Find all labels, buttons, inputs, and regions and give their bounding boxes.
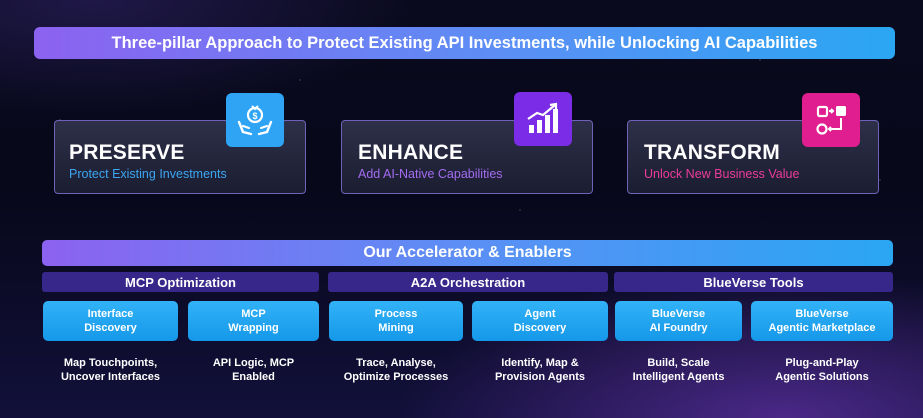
tile-line: Interface (87, 308, 134, 320)
tile-mcp-wrapping: MCP Wrapping (188, 301, 319, 341)
tile-agent-discovery: Agent Discovery (472, 301, 608, 341)
desc-line: Build, Scale (647, 357, 710, 369)
desc-line: Provision Agents (494, 371, 586, 383)
pillar-subtitle: Protect Existing Investments (69, 167, 227, 181)
desc-line: Enabled (232, 371, 275, 383)
desc-line: Optimize Processes (343, 371, 449, 383)
tile-line: Wrapping (228, 322, 279, 334)
category-mcp-optimization: MCP Optimization (42, 272, 319, 292)
desc-agent-discovery: Identify, Map & Provision Agents (472, 356, 608, 384)
category-a2a-orchestration: A2A Orchestration (328, 272, 608, 292)
tile-process-mining: Process Mining (329, 301, 463, 341)
pillar-card-enhance: ENHANCE Add AI-Native Capabilities (341, 120, 593, 194)
workflow-transform-icon (802, 93, 860, 147)
tile-line: Agentic Marketplace (768, 322, 876, 334)
pillar-subtitle: Unlock New Business Value (644, 167, 800, 181)
desc-line: Trace, Analyse, (356, 357, 436, 369)
desc-line: Identify, Map & (501, 357, 579, 369)
svg-text:$: $ (252, 111, 257, 121)
desc-line: Uncover Interfaces (60, 371, 161, 383)
growth-chart-icon (514, 92, 572, 146)
desc-line: Agentic Solutions (775, 371, 869, 383)
desc-line: API Logic, MCP (212, 357, 295, 369)
tile-line: BlueVerse (651, 308, 706, 320)
tile-blueverse-ai-foundry: BlueVerse AI Foundry (615, 301, 742, 341)
desc-blueverse-agentic-marketplace: Plug-and-Play Agentic Solutions (751, 356, 893, 384)
tile-line: AI Foundry (649, 322, 708, 334)
pillar-title: PRESERVE (69, 141, 185, 164)
tile-line: Process (374, 308, 418, 320)
desc-process-mining: Trace, Analyse, Optimize Processes (329, 356, 463, 384)
pillar-title: ENHANCE (358, 141, 464, 164)
tile-line: Discovery (513, 322, 567, 334)
desc-blueverse-ai-foundry: Build, Scale Intelligent Agents (615, 356, 742, 384)
desc-line: Plug-and-Play (785, 357, 859, 369)
page-title: Three-pillar Approach to Protect Existin… (34, 27, 895, 59)
desc-line: Intelligent Agents (632, 371, 725, 383)
tile-line: MCP (241, 308, 266, 320)
tile-line: Mining (378, 322, 414, 334)
pillar-subtitle: Add AI-Native Capabilities (358, 167, 503, 181)
tile-line: Discovery (84, 322, 137, 334)
category-blueverse-tools: BlueVerse Tools (614, 272, 893, 292)
money-bag-hands-icon: $ (226, 93, 284, 147)
desc-interface-discovery: Map Touchpoints, Uncover Interfaces (43, 356, 178, 384)
desc-line: Map Touchpoints, (63, 357, 158, 369)
accelerator-header: Our Accelerator & Enablers (42, 240, 893, 266)
tile-line: BlueVerse (795, 308, 849, 320)
tile-blueverse-agentic-marketplace: BlueVerse Agentic Marketplace (751, 301, 893, 341)
pillar-title: TRANSFORM (644, 141, 780, 164)
tile-line: Agent (524, 308, 556, 320)
tile-interface-discovery: Interface Discovery (43, 301, 178, 341)
desc-mcp-wrapping: API Logic, MCP Enabled (188, 356, 319, 384)
